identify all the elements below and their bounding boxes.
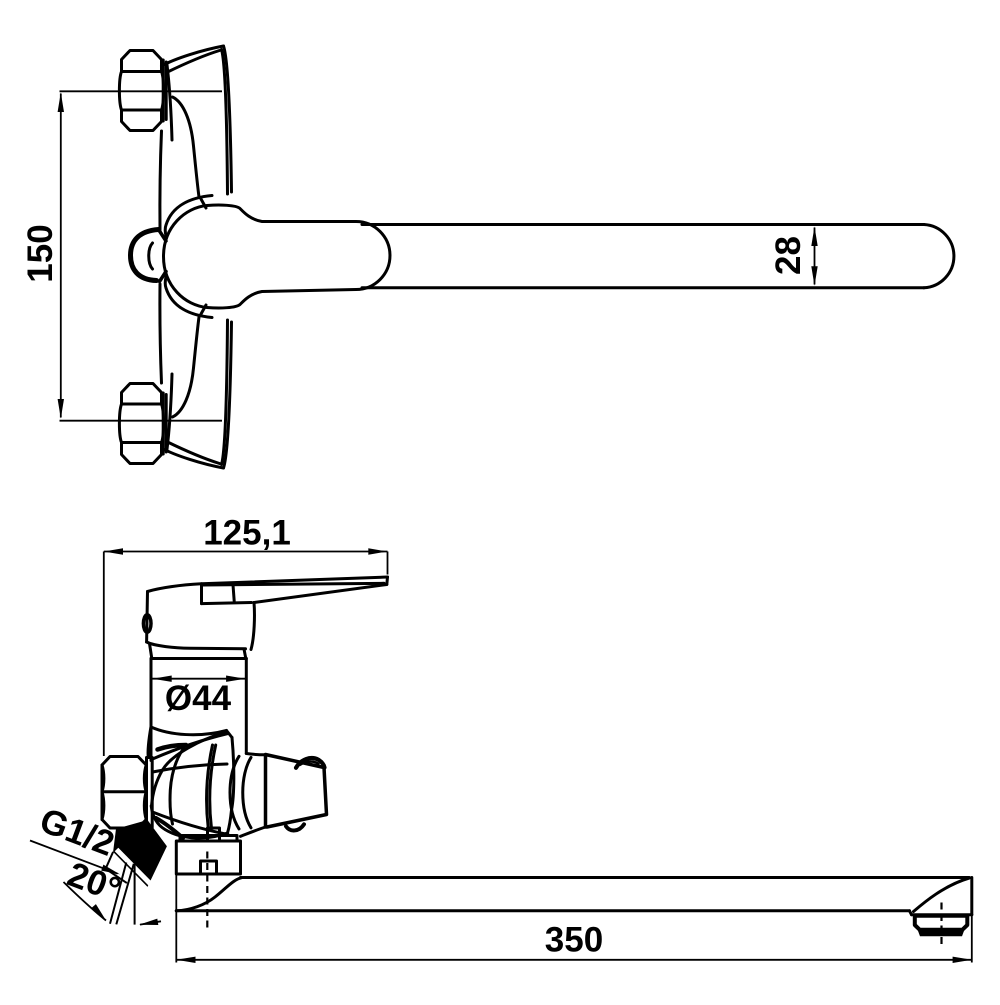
svg-text:125,1: 125,1 [203,514,291,553]
svg-text:Ø44: Ø44 [165,679,232,718]
svg-text:350: 350 [545,921,603,960]
svg-text:28: 28 [769,236,808,275]
svg-text:150: 150 [21,224,60,282]
